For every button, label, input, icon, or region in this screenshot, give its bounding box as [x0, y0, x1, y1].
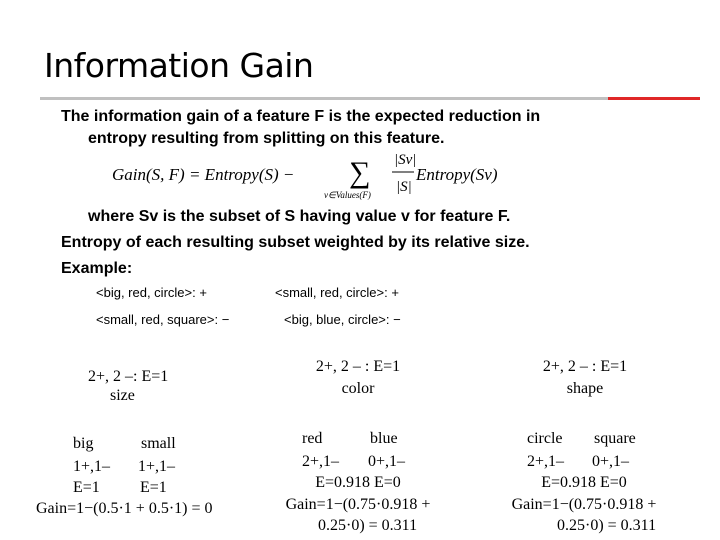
- slide-title: Information Gain: [44, 46, 314, 85]
- example-item: <small, red, square>: −: [96, 312, 230, 327]
- information-gain-formula: Gain(S, F) = Entropy(S) − ∑ v∈Values(F) …: [112, 152, 498, 200]
- color-gain-line-1: Gain=1−(0.75·0.918 +: [285, 496, 431, 513]
- formula-lhs: Gain(S, F) = Entropy(S) −: [112, 165, 294, 184]
- intro-line-1: The information gain of a feature F is t…: [61, 108, 541, 125]
- title-underline-accent: [608, 97, 700, 100]
- size-left-label: big: [73, 435, 94, 452]
- color-left-label: red: [302, 430, 323, 447]
- shape-root: 2+, 2 – : E=1: [542, 358, 628, 375]
- shape-feature: shape: [566, 380, 604, 397]
- shape-entropy: E=0.918 E=0: [541, 474, 627, 491]
- example-label: Example:: [61, 260, 133, 277]
- intro-line-2: entropy resulting from splitting on this…: [88, 130, 445, 147]
- size-root: 2+, 2 –: E=1: [88, 368, 169, 385]
- size-right-entropy: E=1: [140, 479, 167, 496]
- example-item: <big, red, circle>: +: [96, 285, 207, 300]
- formula-numerator: |Sv|: [394, 152, 416, 168]
- size-feature: size: [110, 387, 135, 404]
- size-gain: Gain=1−(0.5·1 + 0.5·1) = 0: [36, 500, 213, 517]
- color-right-counts: 0+,1–: [368, 453, 406, 470]
- shape-right-counts: 0+,1–: [592, 453, 630, 470]
- shape-left-label: circle: [527, 430, 563, 447]
- size-left-entropy: E=1: [73, 479, 100, 496]
- color-feature: color: [341, 380, 375, 397]
- example-item: <big, blue, circle>: −: [284, 312, 401, 327]
- summation-symbol: ∑: [349, 156, 370, 189]
- color-entropy: E=0.918 E=0: [315, 474, 401, 491]
- title-underline: [40, 97, 700, 100]
- color-left-counts: 2+,1–: [302, 453, 340, 470]
- color-gain-line-2: 0.25·0) = 0.311: [318, 517, 418, 534]
- size-left-counts: 1+,1–: [73, 458, 111, 475]
- example-item: <small, red, circle>: +: [275, 285, 399, 300]
- color-root: 2+, 2 – : E=1: [315, 358, 401, 375]
- color-right-label: blue: [370, 430, 398, 447]
- size-right-counts: 1+,1–: [138, 458, 176, 475]
- formula-denominator: |S|: [396, 179, 412, 195]
- shape-gain-line-1: Gain=1−(0.75·0.918 +: [511, 496, 657, 513]
- formula-sum-index: v∈Values(F): [324, 190, 371, 200]
- formula-rhs: Entropy(Sv): [415, 165, 498, 184]
- shape-left-counts: 2+,1–: [527, 453, 565, 470]
- where-line: where Sv is the subset of S having value…: [88, 208, 511, 225]
- shape-right-label: square: [594, 430, 636, 447]
- size-right-label: small: [141, 435, 176, 452]
- weighted-line: Entropy of each resulting subset weighte…: [61, 234, 530, 251]
- shape-gain-line-2: 0.25·0) = 0.311: [557, 517, 657, 534]
